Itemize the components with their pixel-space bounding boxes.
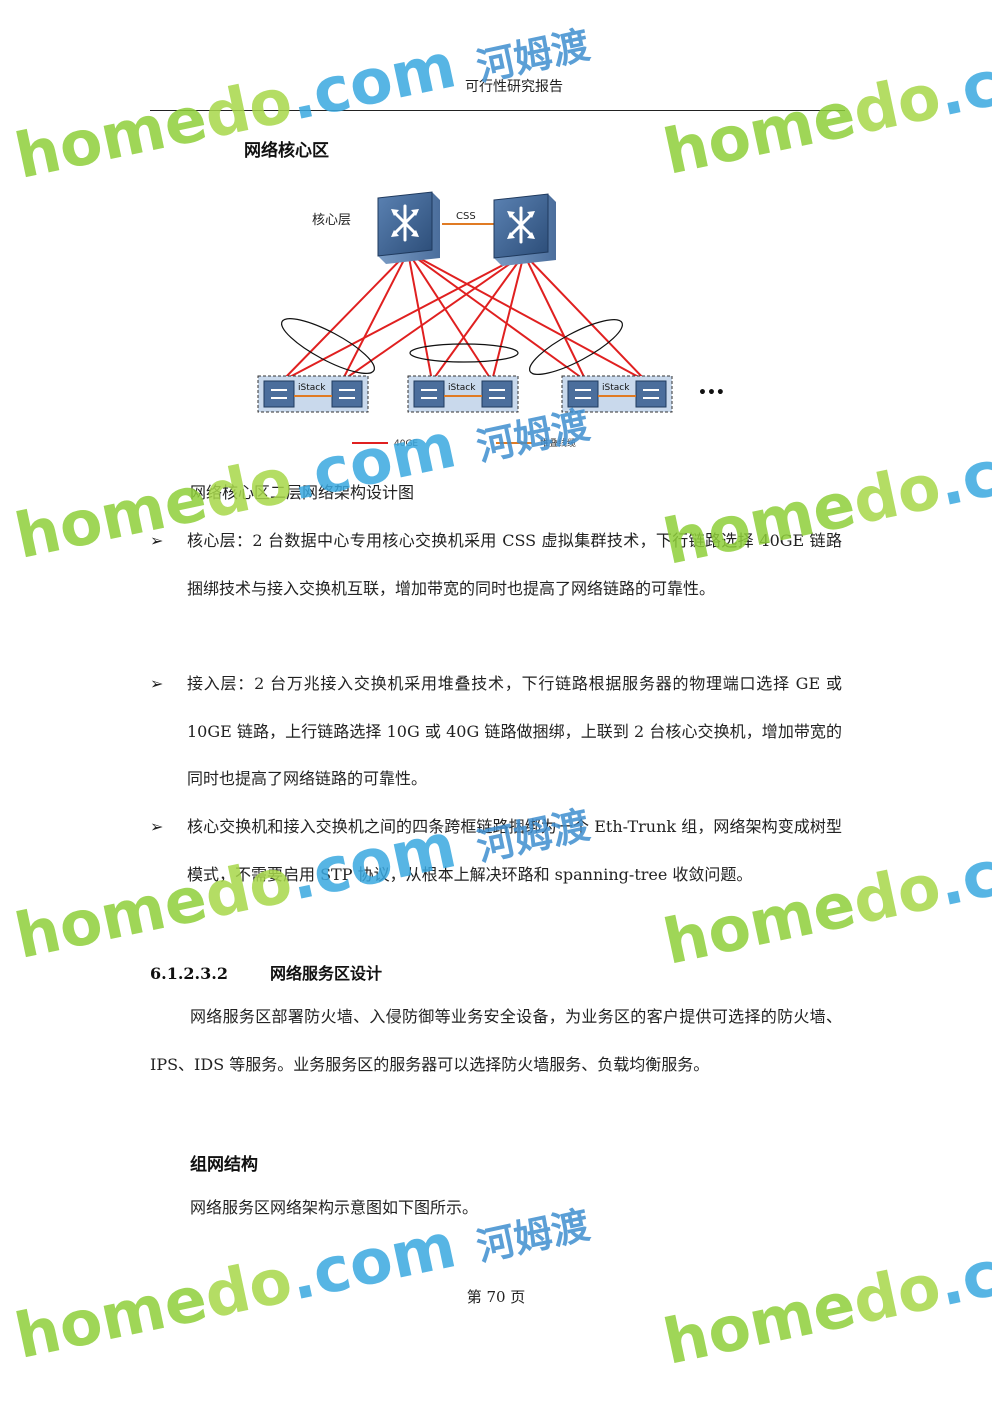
bullet-core-layer: ➢ 核心层：2 台数据中心专用核心交换机采用 CSS 虚拟集群技术，下行链路选择…	[150, 517, 842, 612]
bullet-text: 核心交换机和接入交换机之间的四条跨框链路捆绑为一个 Eth-Trunk 组，网络…	[187, 817, 842, 884]
legend-stack-label: 堆叠线缆	[540, 437, 576, 449]
watermark: homedo.com 河姆渡	[9, 0, 595, 193]
uplink-40ge	[431, 253, 525, 382]
access-stack-2: iStack	[407, 375, 519, 413]
figure-caption: 网络核心区二层网络架构设计图	[190, 483, 415, 502]
bundle-ellipse-left	[281, 318, 375, 374]
access-switch	[635, 380, 667, 408]
subsection-title: 网络服务区设计	[270, 964, 383, 983]
bundle-ellipse-middle	[409, 343, 519, 363]
istack-label: iStack	[448, 383, 476, 393]
access-switch	[263, 380, 295, 408]
css-label: CSS	[456, 211, 476, 222]
service-zone-paragraph: 网络服务区部署防火墙、入侵防御等业务安全设备，为业务区的客户提供可选择的防火墙、…	[150, 1007, 842, 1074]
core-switch-1	[377, 191, 440, 264]
subsection-heading: 6.1.2.3.2 网络服务区设计	[150, 960, 382, 984]
header-title: 可行性研究报告	[465, 79, 563, 95]
watermark-com: .com	[931, 414, 992, 521]
link-group	[281, 251, 647, 382]
uplink-40ge	[407, 251, 587, 382]
uplink-40ge	[281, 251, 409, 382]
uplink-40ge	[341, 253, 525, 382]
bullet-text: 核心层：2 台数据中心专用核心交换机采用 CSS 虚拟集群技术，下行链路选择 4…	[187, 531, 842, 598]
watermark: homedo.com	[657, 24, 992, 189]
uplink-40ge	[407, 251, 647, 382]
watermark-do: do	[846, 59, 947, 149]
bullet-access-layer: ➢ 接入层：2 台万兆接入交换机采用堆叠技术，下行链路根据服务器的物理端口选择 …	[150, 660, 842, 803]
bullet-text: 接入层：2 台万兆接入交换机采用堆叠技术，下行链路根据服务器的物理端口选择 GE…	[187, 674, 842, 788]
uplink-40ge	[523, 253, 587, 382]
watermark-home: home	[8, 1261, 214, 1373]
watermark-home: home	[8, 81, 214, 193]
more-ellipsis: •••	[698, 385, 725, 401]
access-switch	[413, 380, 445, 408]
core-switch-2	[493, 193, 556, 266]
watermark-home: home	[657, 1267, 862, 1379]
istack-label: iStack	[298, 383, 326, 393]
access-switch	[481, 380, 513, 408]
bullet-marker: ➢	[150, 674, 164, 693]
istack-label: iStack	[602, 383, 630, 393]
core-layer-label: 核心层	[312, 213, 351, 228]
section-heading: 网络核心区	[244, 141, 329, 161]
watermark-com: .com	[931, 814, 992, 921]
access-stack-1: iStack	[257, 375, 369, 413]
uplink-40ge	[407, 251, 493, 382]
bullet-marker: ➢	[150, 817, 164, 836]
network-diagram: 核心层 CSS iStack iStack iStack ••• 40GE 堆叠线缆	[257, 191, 725, 449]
legend-link-label: 40GE	[394, 439, 418, 449]
structure-intro-paragraph: 网络服务区网络架构示意图如下图所示。	[190, 1198, 479, 1217]
networking-structure-heading: 组网结构	[190, 1155, 258, 1175]
watermark-do: do	[846, 849, 947, 939]
bundle-ellipse-right	[529, 319, 623, 375]
watermark-do: do	[846, 449, 947, 539]
uplink-40ge	[281, 253, 525, 382]
bullet-marker: ➢	[150, 531, 164, 550]
page-number: 第 70 页	[466, 1288, 526, 1306]
access-switch	[567, 380, 599, 408]
access-stack-3: iStack	[561, 375, 673, 413]
subsection-number: 6.1.2.3.2	[150, 964, 228, 983]
uplink-40ge	[523, 253, 647, 382]
bullet-eth-trunk: ➢ 核心交换机和接入交换机之间的四条跨框链路捆绑为一个 Eth-Trunk 组，…	[150, 803, 842, 898]
uplink-40ge	[341, 251, 409, 382]
access-switch	[331, 380, 363, 408]
header-rule	[150, 110, 845, 111]
